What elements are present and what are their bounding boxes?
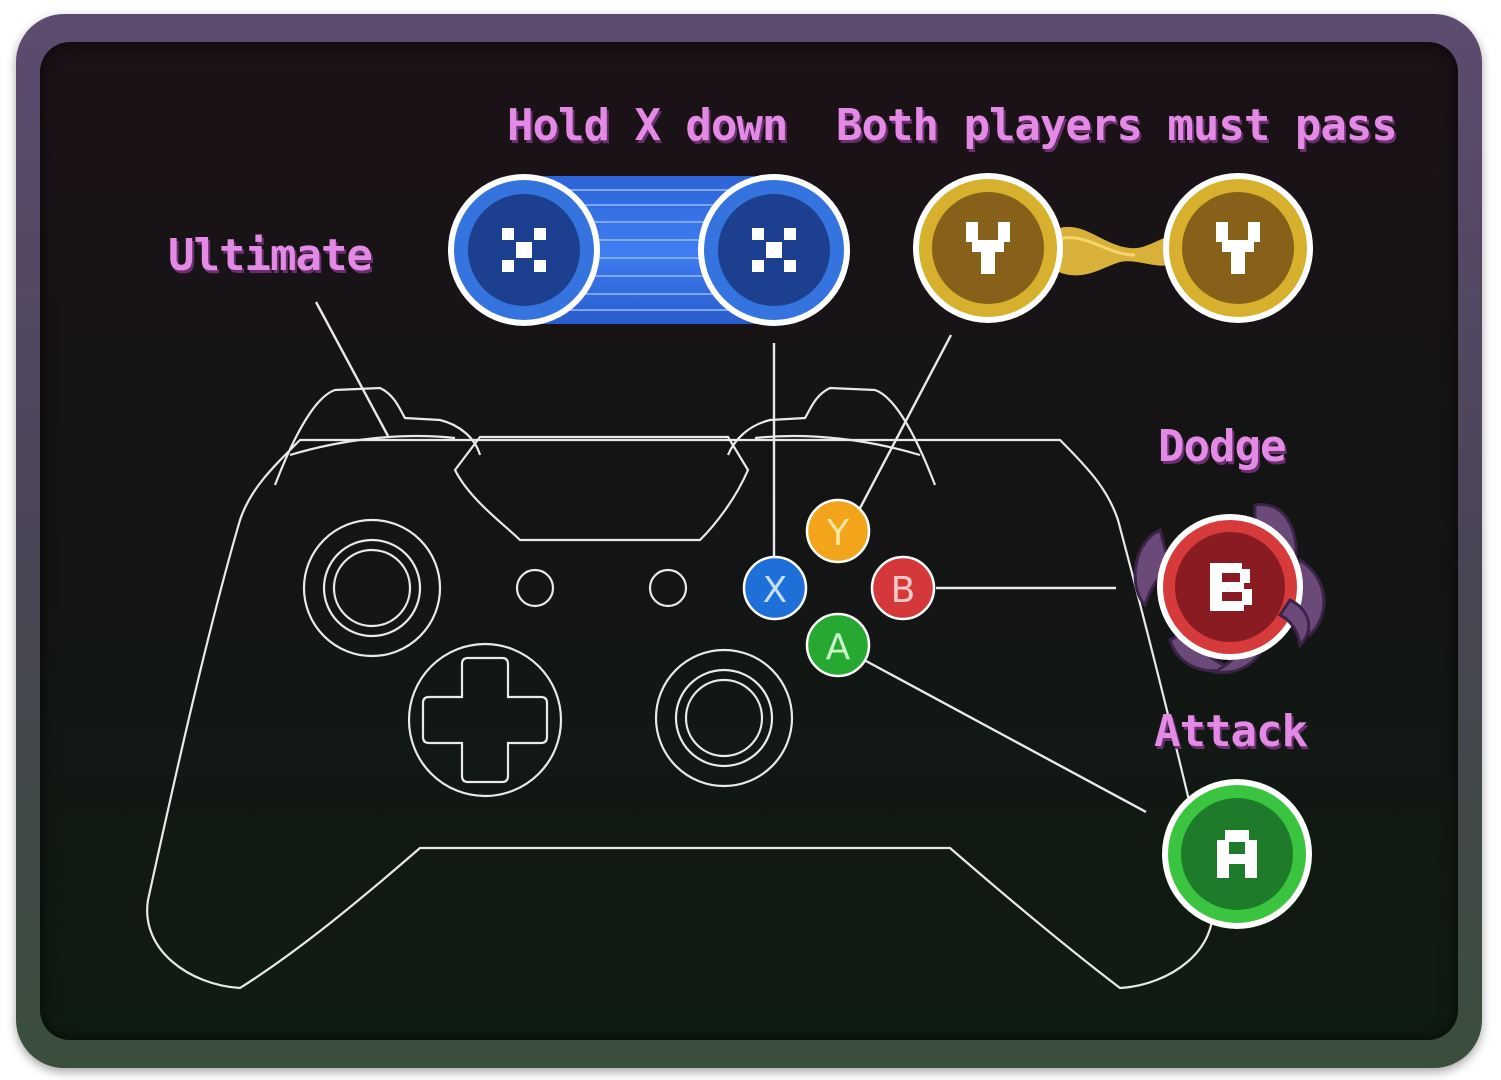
attack-token: [1162, 779, 1312, 929]
y-token-left: [913, 173, 1063, 323]
view-button: [515, 568, 555, 608]
y-token-left-icon: [966, 222, 1010, 274]
controller-body: [146, 438, 1214, 990]
left-bumper-ridge: [289, 434, 456, 457]
attack-label: Attack: [1154, 706, 1308, 757]
face-button-b-label: B: [891, 570, 916, 611]
controller-outline-icon: [146, 386, 1214, 990]
ultimate-leader-line: [314, 301, 390, 437]
face-button-a-label: A: [826, 627, 851, 668]
b-token-icon: [1210, 563, 1252, 611]
dodge-label: Dodge: [1158, 421, 1286, 472]
x-token-left-icon: [502, 228, 546, 272]
left-thumbstick-icon: [302, 518, 442, 658]
attack-leader-line: [865, 659, 1147, 814]
left-bumper: [273, 386, 482, 486]
both-players-leader-line: [856, 334, 953, 513]
face-button-y: Y: [805, 498, 871, 564]
right-thumbstick-icon: [654, 648, 794, 788]
hold-x-token-group: [448, 174, 850, 326]
face-button-b: B: [870, 555, 936, 621]
x-token-right-icon: [752, 228, 796, 272]
face-button-y-label: Y: [826, 513, 850, 554]
controller-center-panel: [453, 435, 750, 542]
leader-lines: [314, 301, 1147, 814]
both-players-label: Both players must pass: [836, 100, 1398, 151]
dpad-icon: [407, 642, 563, 798]
y-token-right: [1163, 173, 1313, 323]
both-players-token-group: [913, 173, 1313, 323]
menu-button: [648, 568, 688, 608]
face-button-x: X: [742, 555, 808, 621]
dodge-token: [1133, 503, 1326, 675]
face-button-x-label: X: [763, 570, 788, 611]
face-button-a: A: [805, 612, 871, 678]
hold-x-label: Hold X down: [507, 100, 788, 151]
x-token-left: [448, 174, 600, 326]
x-token-right: [698, 174, 850, 326]
a-token-icon: [1217, 830, 1257, 878]
ultimate-label: Ultimate: [168, 230, 373, 281]
y-token-right-icon: [1216, 222, 1260, 274]
